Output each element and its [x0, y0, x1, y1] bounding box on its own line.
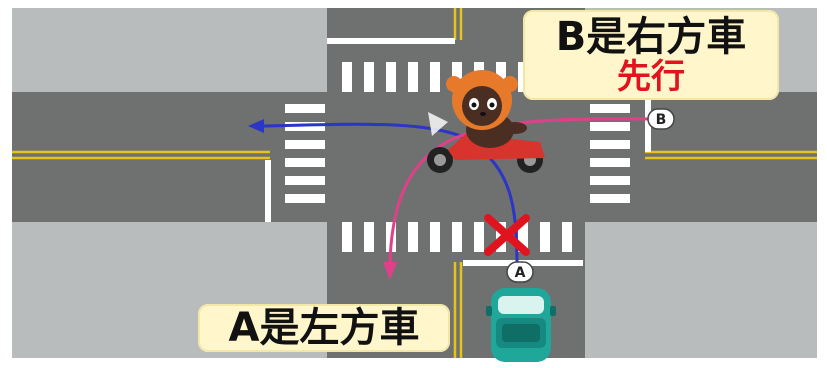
- marker-a: A: [506, 261, 534, 283]
- left-vehicle-label: A是左方車: [198, 304, 450, 352]
- path-b-arrowhead: [383, 262, 397, 280]
- right-vehicle-label: B是右方車 先行: [523, 10, 779, 100]
- right-vehicle-label-line1: B是右方車: [555, 14, 747, 60]
- marker-a-text: A: [515, 265, 526, 281]
- red-x-mark-icon: [484, 214, 530, 256]
- path-b-left-turn: [388, 117, 653, 263]
- vertical-center-line: [453, 8, 463, 358]
- marker-b-text: B: [656, 112, 667, 128]
- marker-b: B: [647, 108, 675, 130]
- crosswalk-right: [590, 104, 630, 203]
- teal-car-icon: [486, 288, 556, 362]
- right-vehicle-label-line2: 先行: [617, 57, 685, 97]
- path-a-arrowhead: [248, 119, 264, 133]
- horizontal-center-line: [12, 150, 817, 160]
- scooter-rider-icon: [427, 70, 545, 173]
